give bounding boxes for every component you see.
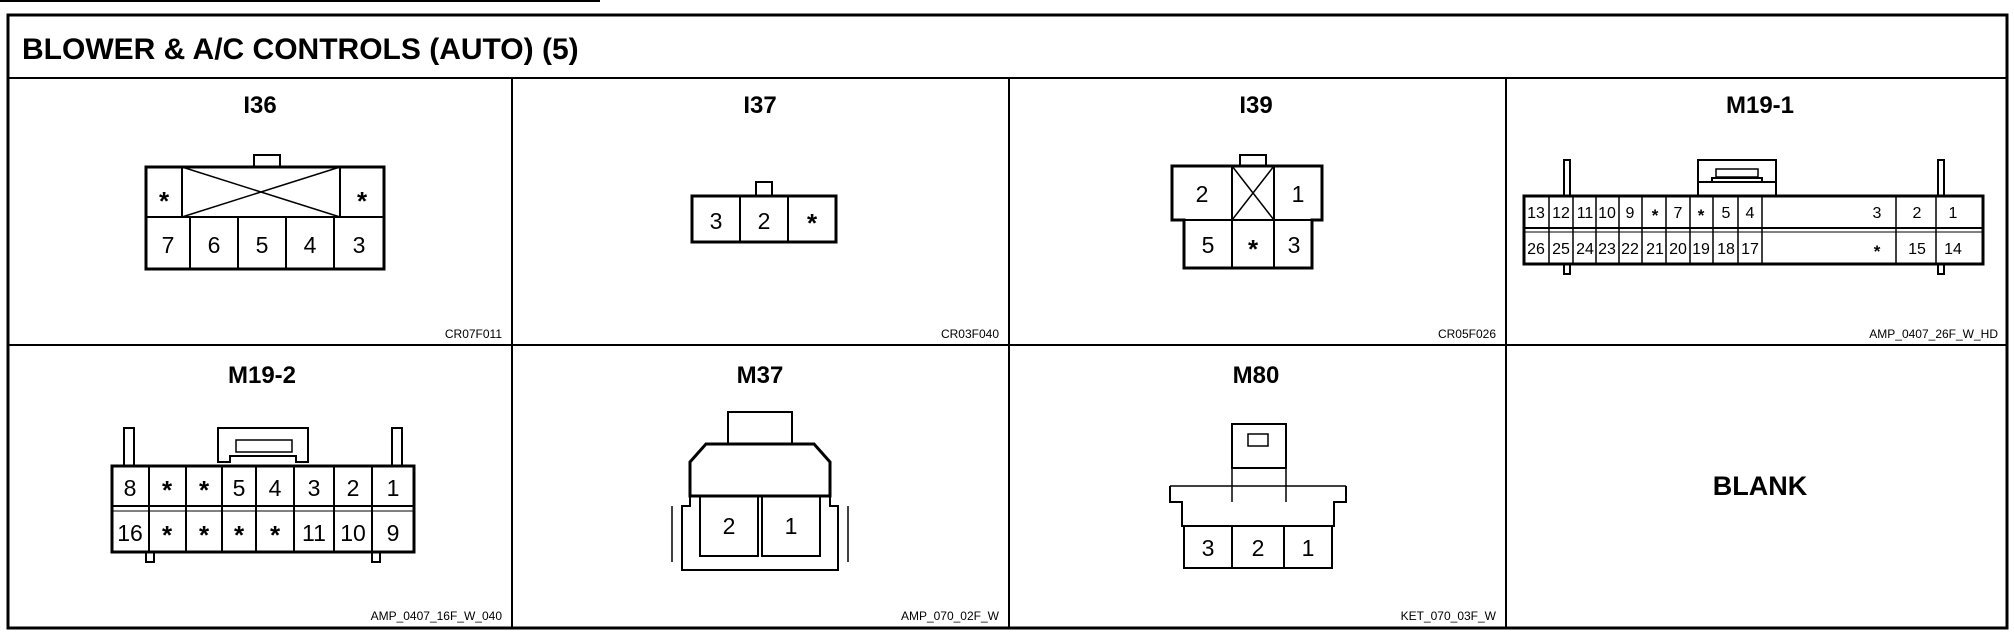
connector-m37-diagram	[671, 411, 849, 571]
m19-1-cell-dividers	[1548, 196, 1937, 264]
m19-1-pin: 15	[1908, 241, 1926, 258]
m19-1-pin: 17	[1741, 241, 1759, 258]
m19-1-pin: 7	[1674, 205, 1683, 222]
m19-1-pin: 9	[1626, 205, 1635, 222]
i37-pin-star: *	[807, 208, 818, 238]
connector-m19-2-diagram	[110, 427, 416, 563]
m19-1-pin: 20	[1669, 241, 1687, 258]
m19-1-bottom-pins: 26 25 24 23 22 21 20 19 18 17 * 15 14	[1527, 241, 1962, 261]
m37-pin: 2	[723, 513, 736, 539]
connector-i36-diagram	[144, 154, 386, 271]
m19-1-pin: 2	[1913, 205, 1922, 222]
m19-2-pin-star: *	[270, 520, 281, 550]
m19-2-top-pins: 8 * * 5 4 3 2 1	[124, 475, 400, 505]
m19-1-pin: 5	[1722, 205, 1731, 222]
connector-m80-diagram	[1169, 423, 1347, 569]
m19-2-pin-star: *	[199, 520, 210, 550]
part-code-i39: CR05F026	[1438, 327, 1496, 341]
m19-1-pin: 3	[1873, 205, 1882, 222]
m19-1-pin: 21	[1646, 241, 1664, 258]
part-code-i36: CR07F011	[445, 327, 502, 341]
m19-1-pin-star: *	[1698, 206, 1705, 225]
connector-id-i37: I37	[743, 92, 776, 119]
m19-2-pin-star: *	[162, 475, 173, 505]
m19-2-pin: 1	[387, 475, 400, 501]
m19-1-pin: 4	[1746, 205, 1755, 222]
i39-pin: 3	[1288, 232, 1301, 258]
m19-1-pin: 13	[1527, 205, 1545, 222]
m80-pin: 1	[1302, 535, 1315, 561]
connector-i39-diagram	[1170, 154, 1324, 270]
m80-pin: 3	[1202, 535, 1215, 561]
m19-1-pin: 18	[1717, 241, 1735, 258]
i37-pin: 2	[758, 208, 771, 234]
m19-2-pin: 16	[117, 520, 143, 546]
m19-2-pin-star: *	[199, 475, 210, 505]
page-title: BLOWER & A/C CONTROLS (AUTO) (5)	[22, 33, 579, 66]
i36-pin-star-left: *	[159, 186, 170, 216]
outer-frame	[6, 13, 2009, 630]
i39-pin: 5	[1202, 232, 1215, 258]
connector-id-m37: M37	[737, 362, 784, 389]
connector-id-m19-2: M19-2	[228, 362, 296, 389]
i36-pin: 5	[256, 232, 269, 258]
connector-id-m19-1: M19-1	[1726, 92, 1794, 119]
m19-2-pin: 3	[308, 475, 321, 501]
m19-1-top-pins: 13 12 11 10 9 * 7 * 5 4 3 2 1	[1527, 205, 1957, 225]
m19-1-pin-star: *	[1874, 242, 1881, 261]
blank-label: BLANK	[1713, 471, 1808, 501]
i36-pin: 3	[353, 232, 366, 258]
m19-2-pin: 5	[233, 475, 246, 501]
part-code-i37: CR03F040	[941, 327, 999, 341]
connector-i37-diagram	[690, 181, 838, 244]
m19-2-pin: 8	[124, 475, 137, 501]
m19-2-pin: 10	[340, 520, 366, 546]
m37-pin: 1	[785, 513, 798, 539]
m19-2-bottom-pins: 16 * * * * 11 10 9	[117, 520, 399, 550]
part-code-m19-1: AMP_0407_26F_W_HD	[1869, 327, 1998, 341]
m19-1-pin: 23	[1598, 241, 1616, 258]
m19-2-pin: 4	[269, 475, 282, 501]
m19-1-pin: 10	[1598, 205, 1616, 222]
m19-1-pin: 14	[1944, 241, 1962, 258]
i39-pin: 1	[1292, 181, 1305, 207]
i36-pin-star-right: *	[357, 186, 368, 216]
m19-1-pin: 22	[1621, 241, 1639, 258]
m19-2-pin-star: *	[234, 520, 245, 550]
i39-pin-star: *	[1248, 234, 1259, 264]
part-code-m80: KET_070_03F_W	[1401, 609, 1497, 623]
i36-pin: 4	[304, 232, 317, 258]
connector-m19-1-diagram	[1522, 159, 1985, 275]
connector-id-i36: I36	[243, 92, 276, 119]
m19-1-pin: 12	[1552, 205, 1570, 222]
i39-pin: 2	[1196, 181, 1209, 207]
m19-1-pin: 25	[1552, 241, 1570, 258]
part-code-m37: AMP_070_02F_W	[901, 609, 1000, 623]
connector-id-m80: M80	[1233, 362, 1280, 389]
m19-1-pin: 1	[1949, 205, 1958, 222]
m19-2-pin: 9	[387, 520, 400, 546]
m19-1-pin: 19	[1692, 241, 1710, 258]
i36-pin: 6	[208, 232, 221, 258]
m19-2-pin: 2	[347, 475, 360, 501]
i36-pin: 7	[162, 232, 175, 258]
m19-1-pin: 11	[1577, 205, 1594, 222]
i37-pin: 3	[710, 208, 723, 234]
m19-1-pin: 24	[1576, 241, 1594, 258]
m19-2-pin-star: *	[162, 520, 173, 550]
m19-1-pin-star: *	[1652, 206, 1659, 225]
part-code-m19-2: AMP_0407_16F_W_040	[371, 609, 503, 623]
m80-pin: 2	[1252, 535, 1265, 561]
m19-2-pin: 11	[302, 520, 326, 546]
m19-1-pin: 26	[1527, 241, 1545, 258]
connector-id-i39: I39	[1239, 92, 1272, 119]
